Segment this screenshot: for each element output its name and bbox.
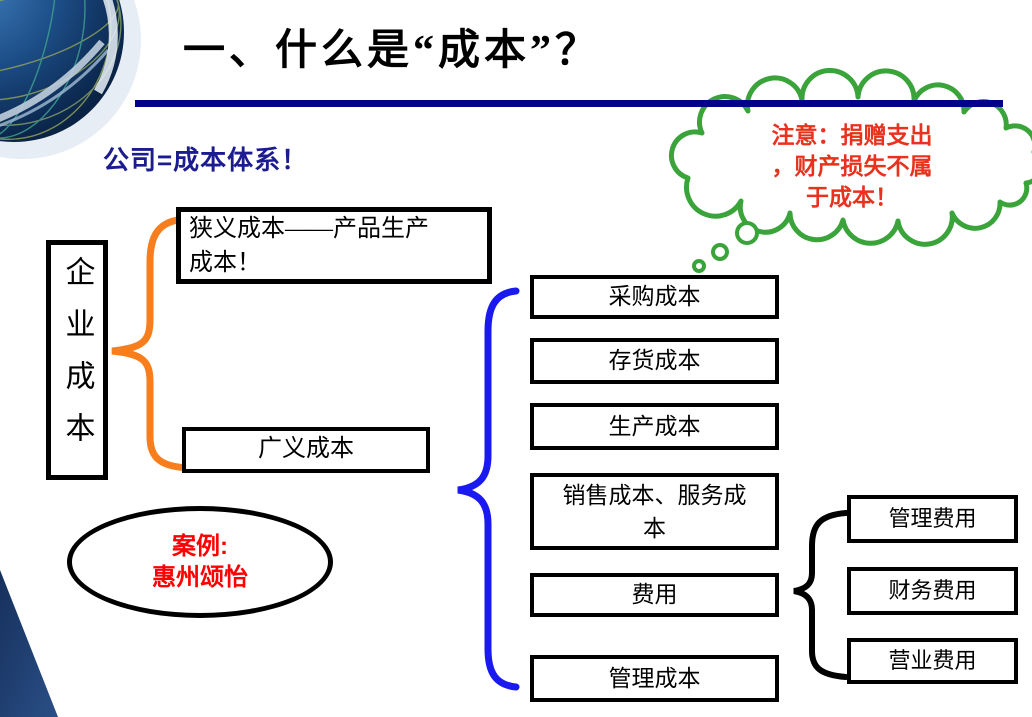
box-admin-expense: 管理费用 bbox=[847, 495, 1018, 543]
cloud-note-line-3: 于成本！ bbox=[806, 184, 898, 210]
page-title: 一、什么是“成本”？ bbox=[183, 28, 602, 74]
box-narrow-cost: 狭义成本——产品生产 成本！ bbox=[176, 207, 492, 284]
orange-brace bbox=[111, 215, 194, 472]
cloud-note-text: 注意：捐赠支出 ，财产损失不属 于成本！ bbox=[693, 120, 1011, 213]
box-operating-expense: 营业费用 bbox=[847, 638, 1018, 684]
box-enterprise-cost: 企业成本 bbox=[46, 240, 108, 480]
thought-cloud bbox=[668, 68, 1032, 273]
box-production-cost: 生产成本 bbox=[530, 403, 779, 450]
sales-cost-line-2: 本 bbox=[643, 515, 666, 541]
box-finance-expense: 财务费用 bbox=[847, 567, 1018, 615]
box-inventory-cost: 存货成本 bbox=[530, 338, 779, 384]
box-sales-service-cost: 销售成本、服务成 本 bbox=[530, 473, 779, 550]
black-brace bbox=[793, 510, 849, 680]
box-expense: 费用 bbox=[530, 573, 779, 617]
globe-image bbox=[0, 0, 141, 159]
cloud-note-line-2: ，财产损失不属 bbox=[771, 153, 933, 179]
narrow-cost-line-2: 成本！ bbox=[189, 250, 261, 276]
box-purchase-cost: 采购成本 bbox=[530, 275, 779, 319]
title-underline bbox=[135, 100, 1003, 107]
thought-dots bbox=[692, 221, 759, 273]
sales-cost-line-1: 销售成本、服务成 bbox=[562, 482, 747, 508]
case-line-2: 惠州颂怡 bbox=[152, 564, 248, 591]
box-broad-cost: 广义成本 bbox=[182, 427, 430, 473]
box-management-cost: 管理成本 bbox=[530, 655, 779, 702]
case-ellipse: 案例: 惠州颂怡 bbox=[67, 506, 333, 618]
blue-brace bbox=[457, 287, 520, 691]
subtitle-company-cost-system: 公司=成本体系！ bbox=[103, 145, 309, 175]
case-line-1: 案例: bbox=[172, 533, 228, 560]
narrow-cost-line-1: 狭义成本——产品生产 bbox=[189, 216, 429, 242]
cloud-note-line-1: 注意：捐赠支出 bbox=[771, 122, 933, 148]
corner-triangle bbox=[0, 570, 58, 717]
